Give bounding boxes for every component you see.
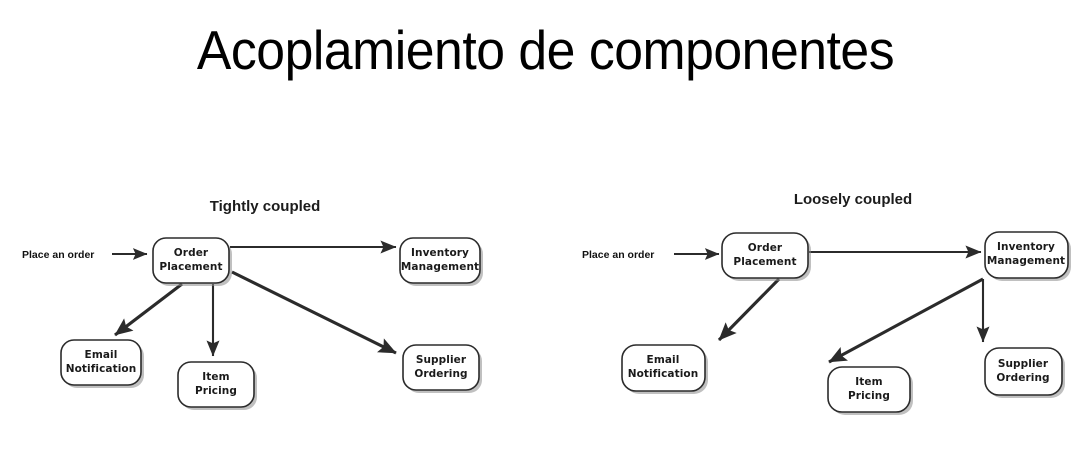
diagram-loosely-coupled: Loosely coupled Place an order Order Pla…: [546, 180, 1091, 430]
node-label-line1: Inventory: [411, 247, 469, 259]
node-email-notification[interactable]: Email Notification: [60, 339, 144, 388]
edge-order-placement-to-supplier-ordering: [231, 270, 397, 355]
node-label-line1: Item: [855, 376, 882, 388]
node-label-line2: Ordering: [996, 372, 1049, 384]
node-supplier-ordering[interactable]: Supplier Ordering: [984, 347, 1065, 398]
node-item-pricing[interactable]: Item Pricing: [827, 366, 913, 415]
node-label-line1: Email: [85, 349, 118, 361]
edge-order-placement-to-email-notification: [717, 277, 781, 342]
node-box: [177, 361, 255, 408]
node-label-line2: Notification: [628, 368, 699, 380]
node-box: [721, 232, 809, 279]
node-label-line1: Email: [647, 354, 680, 366]
node-label-line1: Inventory: [997, 241, 1055, 253]
node-label-line2: Ordering: [414, 368, 467, 380]
node-label-line2: Pricing: [195, 385, 237, 397]
node-label-line1: Order: [174, 247, 209, 259]
diagram-heading: Loosely coupled: [794, 191, 912, 208]
node-box: [984, 347, 1063, 396]
node-order-placement[interactable]: Order Placement: [152, 237, 232, 286]
node-item-pricing[interactable]: Item Pricing: [177, 361, 257, 410]
node-box: [621, 344, 706, 392]
edge-inventory-management-to-item-pricing: [828, 277, 984, 364]
node-label-line1: Supplier: [416, 354, 467, 366]
page-title: Acoplamiento de componentes: [196, 19, 895, 81]
node-box: [152, 237, 230, 284]
edge-order-placement-to-email-notification: [114, 282, 183, 337]
diagram-tightly-coupled: Tightly coupled Place an order Order Pla…: [0, 180, 545, 430]
node-label-line1: Supplier: [998, 358, 1049, 370]
node-label-line2: Notification: [66, 363, 137, 375]
node-box: [60, 339, 142, 386]
node-label-line1: Item: [202, 371, 229, 383]
node-label-line2: Pricing: [848, 390, 890, 402]
node-inventory-management[interactable]: Inventory Management: [399, 237, 483, 286]
node-box: [827, 366, 911, 413]
entry-label: Place an order: [582, 249, 654, 261]
node-label-line2: Placement: [159, 261, 222, 273]
node-inventory-management[interactable]: Inventory Management: [984, 231, 1071, 281]
node-box: [402, 344, 480, 391]
diagram-heading: Tightly coupled: [210, 198, 321, 215]
node-box: [399, 237, 481, 284]
entry-label: Place an order: [22, 249, 94, 261]
node-label-line2: Management: [987, 255, 1065, 267]
node-label-line2: Placement: [733, 256, 796, 268]
node-box: [984, 231, 1069, 279]
node-order-placement[interactable]: Order Placement: [721, 232, 811, 281]
node-email-notification[interactable]: Email Notification: [621, 344, 708, 394]
node-label-line2: Management: [401, 261, 479, 273]
node-supplier-ordering[interactable]: Supplier Ordering: [402, 344, 482, 393]
node-label-line1: Order: [748, 242, 783, 254]
